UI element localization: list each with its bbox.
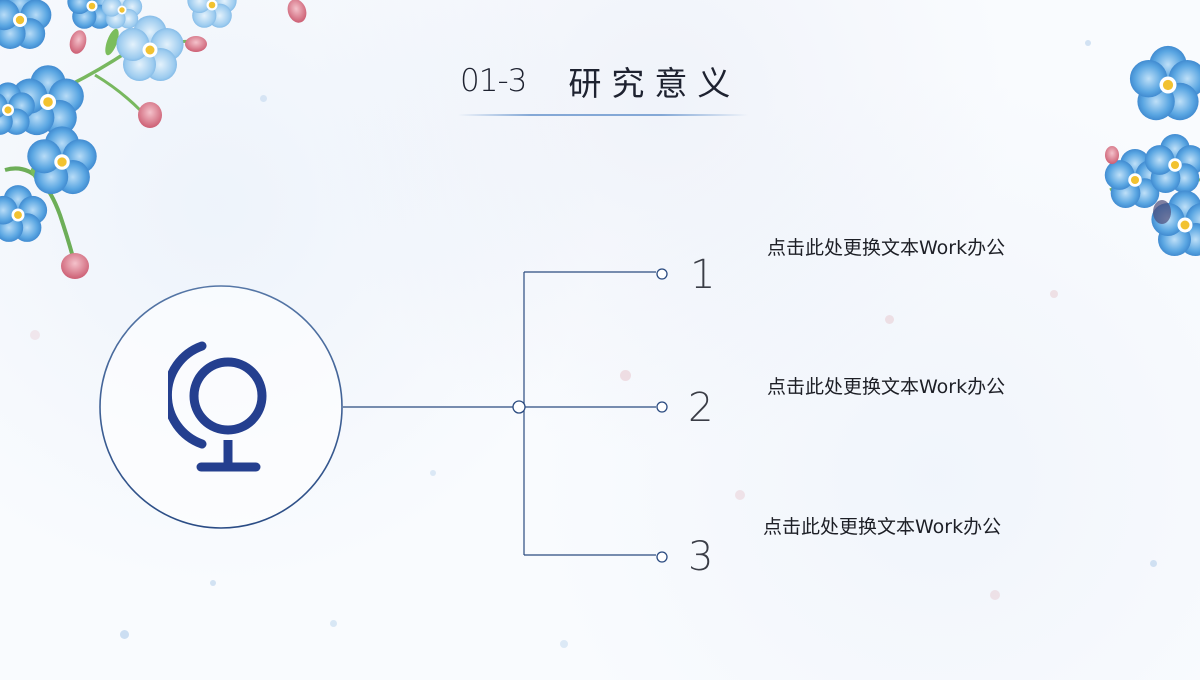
icon-circle bbox=[99, 285, 343, 529]
branch-node-1 bbox=[656, 268, 668, 280]
title-number: 01-3 bbox=[460, 63, 527, 99]
floral-decoration-right bbox=[1104, 45, 1200, 257]
floral-decoration-top-left bbox=[0, 0, 307, 279]
item-number-2: 2 bbox=[688, 385, 714, 431]
title-underline bbox=[458, 114, 748, 116]
background-speck bbox=[1150, 560, 1157, 567]
background-speck bbox=[560, 640, 568, 648]
background-speck bbox=[120, 630, 129, 639]
branch-node-3 bbox=[656, 551, 668, 563]
page-title: 01-3 研究意义 bbox=[460, 56, 740, 106]
title-text: 研究意义 bbox=[568, 64, 741, 103]
background-speck bbox=[260, 95, 267, 102]
branch-node-2 bbox=[656, 401, 668, 413]
background-speck bbox=[1085, 40, 1091, 46]
background-speck bbox=[30, 330, 40, 340]
item-text-2[interactable]: 点击此处更换文本Work办公 bbox=[767, 376, 1006, 398]
background-speck bbox=[210, 580, 216, 586]
background-speck bbox=[735, 490, 745, 500]
hub-node bbox=[512, 400, 526, 414]
item-text-3[interactable]: 点击此处更换文本Work办公 bbox=[763, 516, 1002, 538]
background-speck bbox=[990, 590, 1000, 600]
background-speck bbox=[885, 315, 894, 324]
background-speck bbox=[330, 620, 337, 627]
item-number-1: 1 bbox=[690, 252, 716, 298]
background-speck bbox=[430, 470, 436, 476]
background-speck bbox=[620, 370, 631, 381]
globe-icon bbox=[168, 341, 267, 472]
item-number-3: 3 bbox=[688, 534, 714, 580]
background-speck bbox=[1050, 290, 1058, 298]
item-text-1[interactable]: 点击此处更换文本Work办公 bbox=[767, 237, 1006, 259]
